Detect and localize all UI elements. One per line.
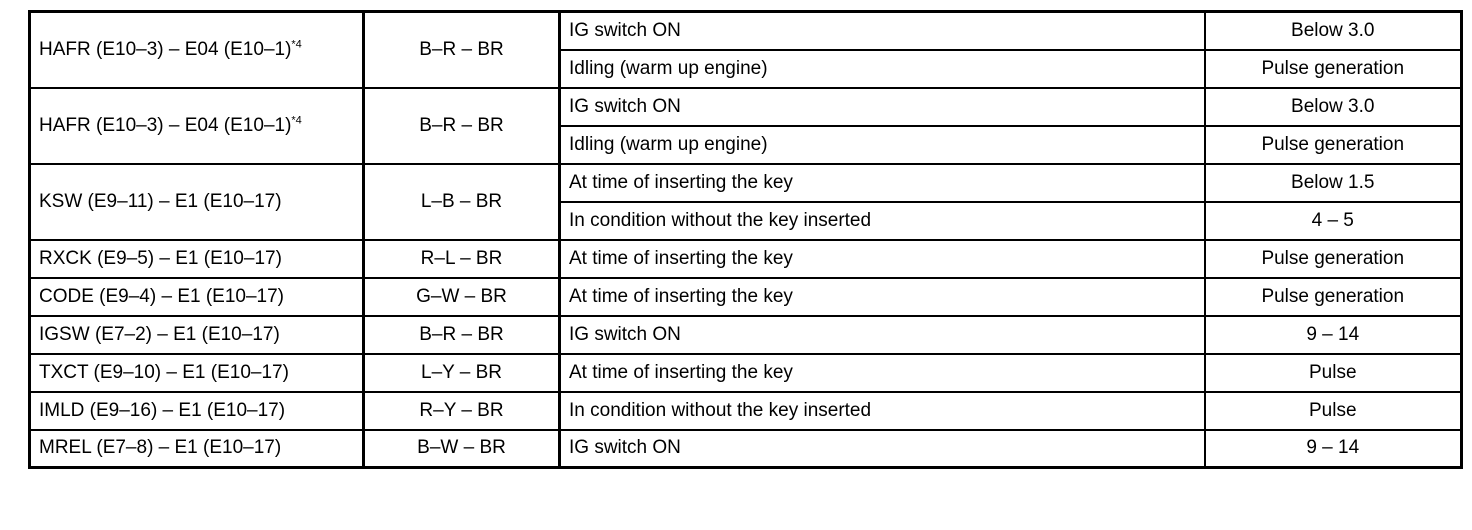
condition-cell: IG switch ON: [558, 86, 1206, 127]
terminal-label: MREL (E7–8) – E1 (E10–17): [39, 437, 282, 459]
terminal-label: HAFR (E10–3) – E04 (E10–1): [39, 114, 292, 136]
specified-condition-cell: Pulse: [1203, 390, 1463, 431]
wiring-color-cell: L–Y – BR: [362, 352, 561, 393]
specified-condition-cell: Pulse generation: [1203, 276, 1463, 317]
footnote-marker: *4: [291, 114, 302, 127]
condition-cell: At time of inserting the key: [558, 238, 1206, 279]
condition-cell: At time of inserting the key: [558, 352, 1206, 393]
terminal-cell: MREL (E7–8) – E1 (E10–17): [28, 428, 365, 469]
specified-condition-cell: Below 3.0: [1203, 10, 1463, 51]
condition-cell: IG switch ON: [558, 314, 1206, 355]
condition-cell: In condition without the key inserted: [558, 390, 1206, 431]
condition-cell: In condition without the key inserted: [558, 200, 1206, 241]
terminal-cell: RXCK (E9–5) – E1 (E10–17): [28, 238, 365, 279]
condition-cell: At time of inserting the key: [558, 276, 1206, 317]
terminal-cell: IMLD (E9–16) – E1 (E10–17): [28, 390, 365, 431]
specified-condition-cell: 9 – 14: [1203, 314, 1463, 355]
wiring-color-cell: B–R – BR: [362, 314, 561, 355]
terminal-label: RXCK (E9–5) – E1 (E10–17): [39, 247, 282, 269]
condition-cell: At time of inserting the key: [558, 162, 1206, 203]
specified-condition-cell: Pulse generation: [1203, 48, 1463, 89]
condition-cell: IG switch ON: [558, 10, 1206, 51]
terminal-label: KSW (E9–11) – E1 (E10–17): [39, 190, 282, 212]
specified-condition-cell: Pulse generation: [1203, 238, 1463, 279]
specified-condition-cell: 4 – 5: [1203, 200, 1463, 241]
wiring-color-cell: B–R – BR: [362, 86, 561, 165]
condition-cell: Idling (warm up engine): [558, 48, 1206, 89]
terminal-cell: TXCT (E9–10) – E1 (E10–17): [28, 352, 365, 393]
specified-condition-cell: Below 3.0: [1203, 86, 1463, 127]
wiring-color-cell: R–L – BR: [362, 238, 561, 279]
wiring-color-cell: L–B – BR: [362, 162, 561, 241]
terminal-label: TXCT (E9–10) – E1 (E10–17): [39, 361, 289, 383]
specified-condition-cell: 9 – 14: [1203, 428, 1463, 469]
specified-condition-cell: Below 1.5: [1203, 162, 1463, 203]
terminal-cell: KSW (E9–11) – E1 (E10–17): [28, 162, 365, 241]
terminal-cell: IGSW (E7–2) – E1 (E10–17): [28, 314, 365, 355]
wiring-color-cell: B–R – BR: [362, 10, 561, 89]
footnote-marker: *4: [291, 38, 302, 51]
terminal-label: HAFR (E10–3) – E04 (E10–1): [39, 38, 292, 60]
terminal-label: IGSW (E7–2) – E1 (E10–17): [39, 323, 280, 345]
wiring-color-cell: R–Y – BR: [362, 390, 561, 431]
wiring-color-cell: G–W – BR: [362, 276, 561, 317]
terminal-cell: HAFR (E10–3) – E04 (E10–1)*4: [28, 10, 365, 89]
terminal-label: CODE (E9–4) – E1 (E10–17): [39, 285, 285, 307]
terminal-cell: CODE (E9–4) – E1 (E10–17): [28, 276, 365, 317]
specified-condition-cell: Pulse: [1203, 352, 1463, 393]
condition-cell: IG switch ON: [558, 428, 1206, 469]
terminal-label: IMLD (E9–16) – E1 (E10–17): [39, 399, 286, 421]
table-row: Idling (warm up engine)Pulse generation: [30, 48, 1463, 89]
table-row: Idling (warm up engine)Pulse generation: [30, 124, 1463, 165]
condition-cell: Idling (warm up engine): [558, 124, 1206, 165]
specified-condition-cell: Pulse generation: [1203, 124, 1463, 165]
wiring-color-cell: B–W – BR: [362, 428, 561, 469]
terminal-cell: HAFR (E10–3) – E04 (E10–1)*4: [28, 86, 365, 165]
